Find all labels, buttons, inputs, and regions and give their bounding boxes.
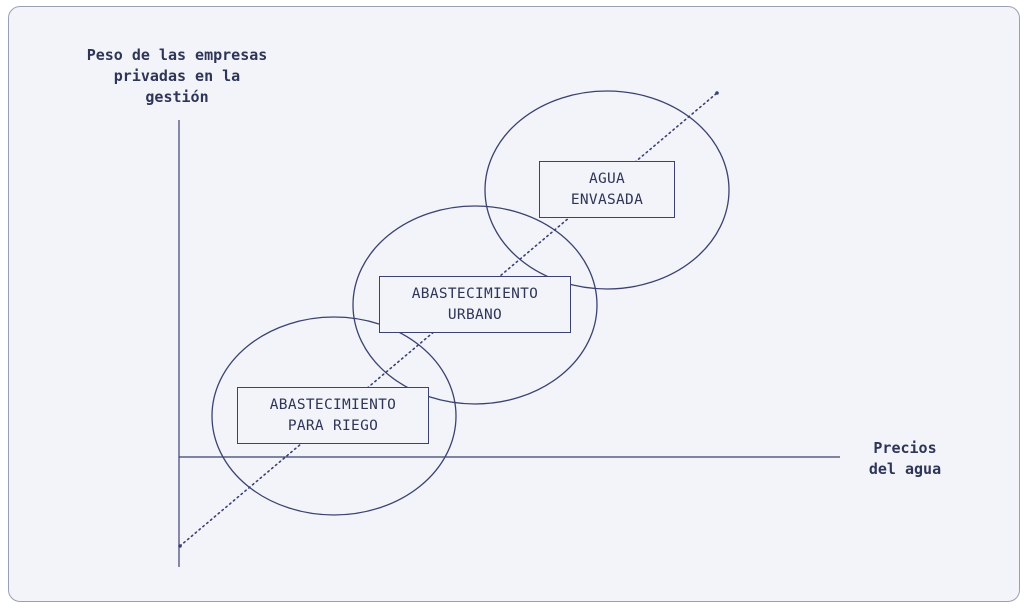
y-axis-title-line-2: privadas en la <box>113 67 241 85</box>
label-box-urbano: ABASTECIMIENTO URBANO <box>379 276 571 333</box>
label-riego-line-2: PARA RIEGO <box>287 417 379 434</box>
ellipse-envasada <box>484 90 730 290</box>
label-riego-line-1: ABASTECIMIENTO <box>269 396 397 413</box>
label-urbano-line-2: URBANO <box>447 306 503 323</box>
trend-line-end-dot <box>715 91 719 95</box>
label-urbano-line-1: ABASTECIMIENTO <box>411 285 539 302</box>
y-axis-title-line-1: Peso de las empresas <box>86 46 268 64</box>
x-axis-title: Precios del agua <box>845 438 965 480</box>
label-box-riego: ABASTECIMIENTO PARA RIEGO <box>237 387 429 444</box>
x-axis-title-line-2: del agua <box>868 460 942 478</box>
y-axis-title-line-3: gestión <box>145 88 209 106</box>
y-axis-title: Peso de las empresas privadas en la gest… <box>62 45 292 108</box>
label-envasada-line-2: ENVASADA <box>570 191 644 208</box>
ellipse-urbano <box>352 205 598 405</box>
ellipse-riego <box>211 316 457 516</box>
trend-line-start-dot <box>178 544 182 548</box>
x-axis-title-line-1: Precios <box>873 439 937 457</box>
label-envasada-line-1: AGUA <box>588 170 626 187</box>
label-box-envasada: AGUA ENVASADA <box>539 161 675 218</box>
